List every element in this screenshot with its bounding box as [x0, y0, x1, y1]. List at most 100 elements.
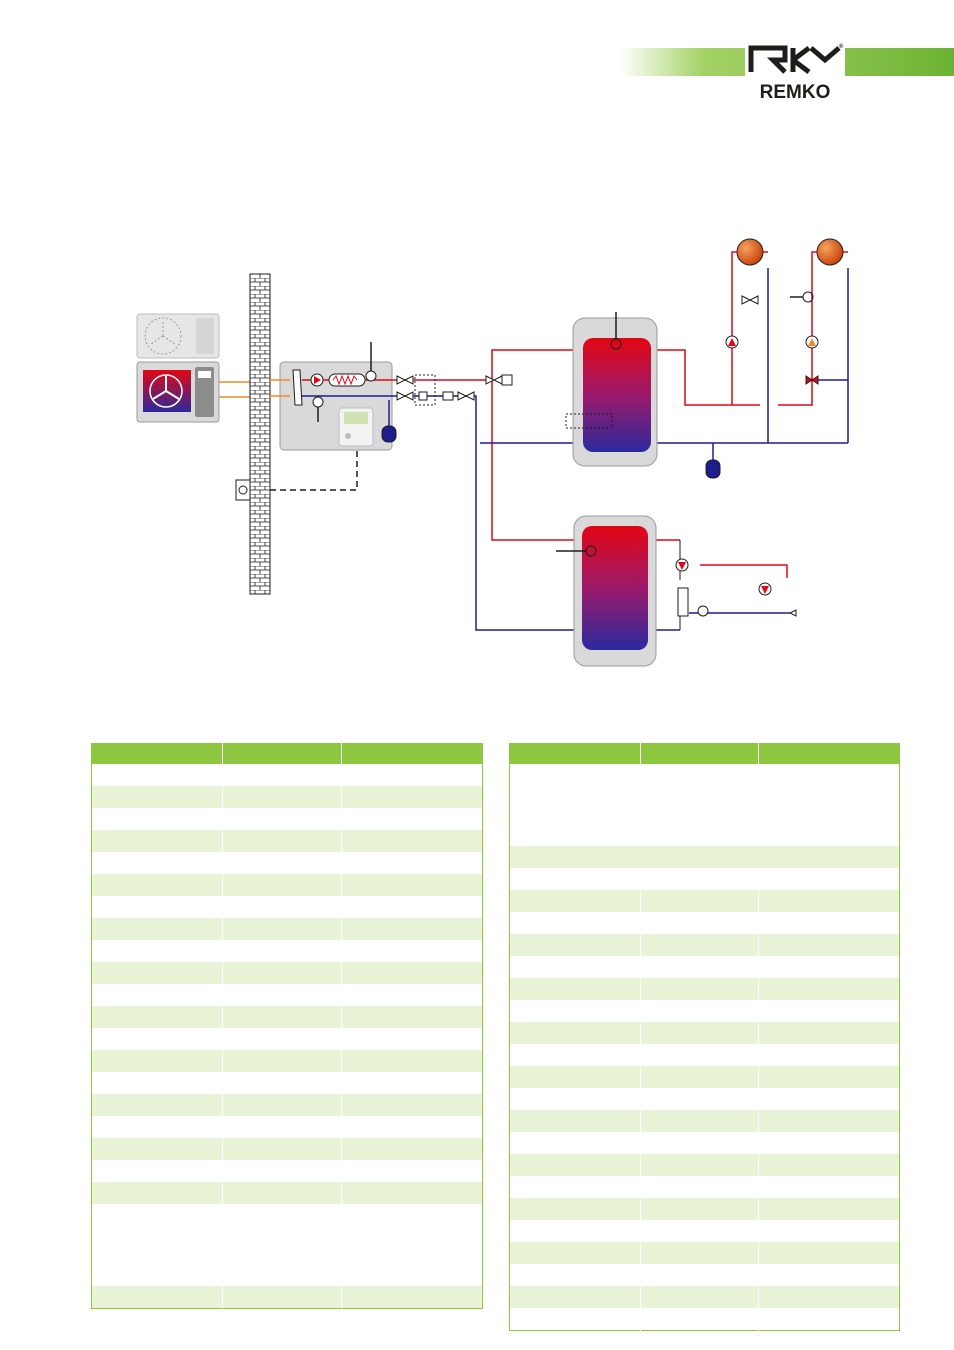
- table-cell: [222, 896, 342, 918]
- table-cell: [509, 1176, 642, 1198]
- table-row: [509, 1110, 900, 1132]
- table-cell: [341, 1138, 483, 1160]
- table-cell: [222, 940, 342, 962]
- table-cell: [222, 786, 342, 808]
- table-cell: [222, 1072, 342, 1094]
- table-row: [509, 956, 900, 978]
- table-header-cell: [91, 743, 224, 764]
- table-cell: [222, 808, 342, 830]
- heat-exchanger-icon: [677, 587, 689, 617]
- table-row: [91, 896, 483, 918]
- valve-group: [396, 374, 513, 406]
- table-cell: [222, 830, 342, 852]
- table-cell: [640, 912, 759, 934]
- table-cell: [758, 1264, 900, 1286]
- table-row: [509, 1000, 900, 1022]
- table-cell: [640, 1022, 759, 1044]
- table-row: [509, 1066, 900, 1088]
- table-cell: [640, 934, 759, 956]
- table-cell: [222, 1204, 342, 1286]
- table-row: [91, 1286, 483, 1309]
- table-row: [509, 1198, 900, 1220]
- table-cell: [91, 1138, 224, 1160]
- table-cell: [341, 852, 483, 874]
- table-cell: [222, 1050, 342, 1072]
- valve-icon: [396, 375, 414, 385]
- table-cell: [758, 1154, 900, 1176]
- table-cell: [509, 1066, 642, 1088]
- table-cell: [640, 868, 759, 890]
- brand-name: REMKO: [760, 82, 831, 103]
- table-section-cell: [509, 846, 900, 868]
- table-cell: [758, 1132, 900, 1154]
- table-cell: [91, 962, 224, 984]
- table-cell: [640, 1000, 759, 1022]
- refrigerant-lines: [219, 381, 250, 398]
- valve-icon: [396, 391, 414, 401]
- table-cell: [758, 868, 900, 890]
- table-cell: [758, 1220, 900, 1242]
- hydraulic-schematic: [136, 238, 849, 667]
- table-cell: [509, 1088, 642, 1110]
- valve-icon: [788, 609, 797, 617]
- table-cell: [640, 956, 759, 978]
- table-row: [509, 846, 900, 868]
- table-cell: [509, 764, 642, 846]
- table-cell: [509, 868, 642, 890]
- table-cell: [341, 786, 483, 808]
- radiator-icon: [736, 238, 764, 266]
- table-header-cell: [509, 743, 642, 764]
- heating-element-icon: [565, 413, 613, 429]
- table-cell: [222, 918, 342, 940]
- table-cell: [91, 786, 224, 808]
- table-header-cell: [758, 743, 900, 764]
- table-cell: [640, 1220, 759, 1242]
- table-cell: [509, 1000, 642, 1022]
- data-table-left: [91, 743, 483, 1309]
- supply-pipes: [400, 349, 788, 578]
- table-row: [91, 1006, 483, 1028]
- table-cell: [341, 1286, 483, 1309]
- table-cell: [222, 1094, 342, 1116]
- table-cell: [758, 1308, 900, 1331]
- table-cell: [640, 1110, 759, 1132]
- heating-circuit-1: [725, 238, 768, 405]
- table-row: [509, 1132, 900, 1154]
- table-cell: [341, 808, 483, 830]
- hot-water-tank: [556, 515, 657, 667]
- table-header-row: [91, 743, 483, 764]
- table-cell: [341, 1072, 483, 1094]
- table-row: [91, 984, 483, 1006]
- table-row: [91, 1094, 483, 1116]
- table-cell: [91, 1050, 224, 1072]
- table-cell: [509, 1286, 642, 1308]
- table-row: [509, 1022, 900, 1044]
- table-cell: [222, 874, 342, 896]
- table-cell: [91, 1094, 224, 1116]
- table-cell: [509, 1022, 642, 1044]
- table-cell: [758, 956, 900, 978]
- table-cell: [640, 1132, 759, 1154]
- heat-exchanger-icon: [292, 369, 303, 406]
- table-cell: [222, 962, 342, 984]
- table-row: [91, 1050, 483, 1072]
- table-cell: [91, 1204, 224, 1286]
- table-header-cell: [341, 743, 483, 764]
- table-cell: [91, 984, 224, 1006]
- table-cell: [91, 874, 224, 896]
- table-row: [91, 940, 483, 962]
- table-cell: [758, 1110, 900, 1132]
- table-cell: [640, 1176, 759, 1198]
- valve-icon: [741, 295, 759, 305]
- table-cell: [509, 956, 642, 978]
- table-row: [91, 1204, 483, 1286]
- table-cell: [222, 1116, 342, 1138]
- table-cell: [640, 1066, 759, 1088]
- diverter-valve-icon: [485, 375, 503, 385]
- table-cell: [91, 1072, 224, 1094]
- table-cell: [758, 912, 900, 934]
- table-row: [509, 1264, 900, 1286]
- table-cell: [640, 764, 759, 846]
- table-row: [509, 1286, 900, 1308]
- table-cell: [91, 918, 224, 940]
